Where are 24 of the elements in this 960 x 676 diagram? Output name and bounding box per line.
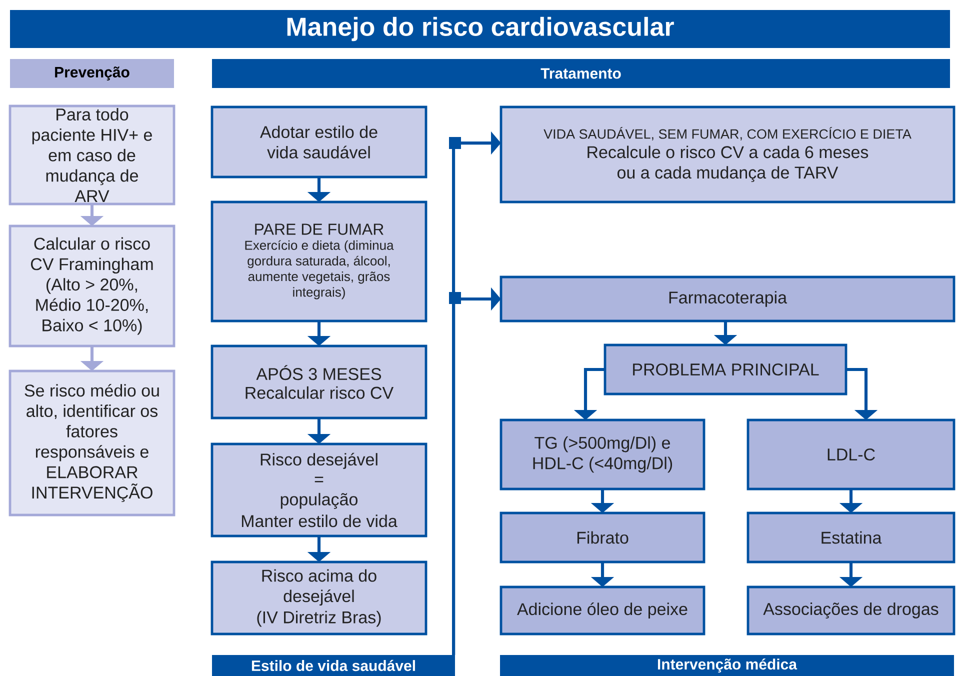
title-banner: Manejo do risco cardiovascular (10, 10, 950, 48)
process-box: TG (>500mg/Dl) e HDL-C (<40mg/Dl) (500, 418, 706, 490)
arrow (846, 368, 878, 420)
process-box: PROBLEMA PRINCIPAL (604, 344, 848, 396)
process-box: VIDA SAUDÁVEL, SEM FUMAR, COM EXERCÍCIO E DIETA Recalcule o risco CV a cada 6 meses ou a cada mudança de TARV (500, 106, 956, 204)
section-header: Estilo de vida saudável (212, 655, 455, 676)
process-box: Para todo paciente HIV+ e em caso de mudança de ARV (8, 104, 176, 206)
process-box: Adicione óleo de peixe (500, 586, 706, 636)
section-header: Tratamento (212, 59, 950, 88)
process-box: Associações de drogas (746, 586, 956, 636)
arrow (452, 287, 501, 655)
process-box: Se risco médio ou alto, identificar os fatores responsáveis e ELABORAR INTERVENÇÃO (8, 370, 176, 516)
process-box: Farmacoterapia (500, 276, 956, 322)
process-box: Fibrato (500, 512, 706, 564)
section-header: Prevenção (10, 59, 174, 88)
section-header: Intervenção médica (500, 655, 954, 676)
process-box: APÓS 3 MESES Recalcular risco CV (210, 344, 428, 420)
process-box: Adotar estilo de vida saudável (210, 106, 428, 178)
process-box: PARE DE FUMAR Exercício e dieta (diminua gordura saturada, álcool, aumente vegetais, grãos integrais) (210, 200, 428, 322)
process-box: Calcular o risco CV Framingham (Alto > 20%, Médio 10-20%, Baixo < 10%) (8, 224, 176, 348)
process-box: Risco desejável = população Manter estilo de vida (210, 442, 428, 538)
process-box: Risco acima do desejável (IV Diretriz Bras) (210, 560, 428, 636)
process-box: LDL-C (746, 418, 956, 490)
process-box: Estatina (746, 512, 956, 564)
